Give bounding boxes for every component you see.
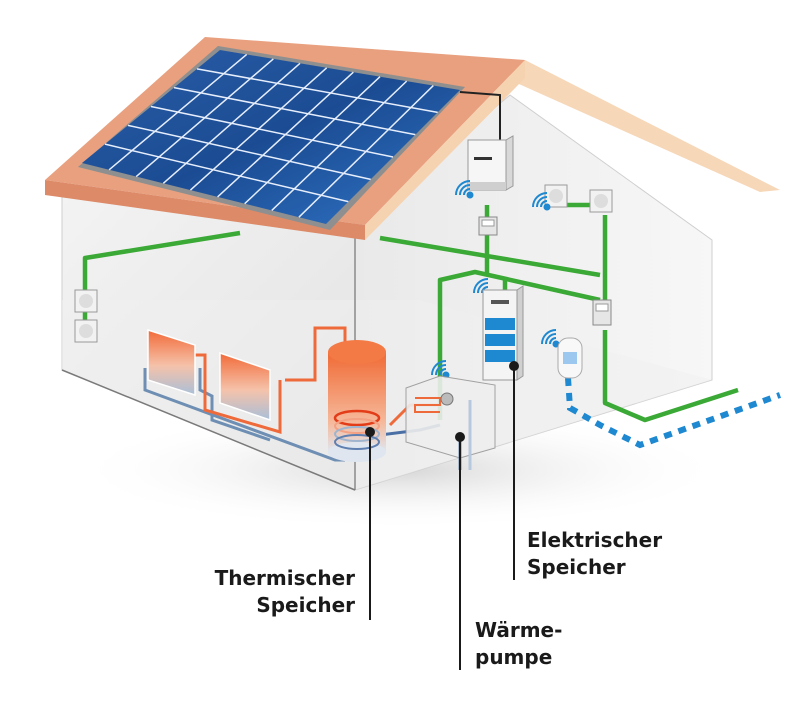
label-line: Speicher xyxy=(256,593,355,617)
label-heat-pump: Wärme- pumpe xyxy=(475,617,562,671)
label-line: Wärme- xyxy=(475,618,563,642)
wifi-arc xyxy=(431,360,447,376)
socket-face xyxy=(79,294,93,308)
roof-right-edge xyxy=(510,60,780,192)
wifi-arc xyxy=(545,333,557,345)
floor xyxy=(62,300,712,490)
wifi-icon xyxy=(466,191,474,199)
heat-pump xyxy=(405,375,496,470)
wifi-arc xyxy=(549,337,557,345)
panel-gridline xyxy=(104,143,349,203)
wall-sockets xyxy=(74,184,613,343)
socket-face xyxy=(594,194,608,208)
wifi-arc xyxy=(473,278,489,294)
thermostat-display xyxy=(595,303,609,312)
panel-gridline xyxy=(173,86,416,136)
label-line: Speicher xyxy=(527,555,626,579)
leader-lines xyxy=(365,361,519,670)
wifi-arc xyxy=(481,286,489,294)
label-thermal-storage: Thermischer Speicher xyxy=(150,565,355,619)
wifi-arc xyxy=(477,282,489,294)
wifi-arc xyxy=(459,184,471,196)
wifi-arc xyxy=(532,192,548,208)
roof-fascia xyxy=(45,180,365,240)
label-line: pumpe xyxy=(475,645,553,669)
floor-edge xyxy=(61,369,356,491)
socket-face xyxy=(79,324,93,338)
hot-water-tank xyxy=(328,340,386,462)
wifi-arc xyxy=(536,196,548,208)
wifi-arc xyxy=(463,188,471,196)
panel-gridline xyxy=(196,68,438,114)
wifi-arc xyxy=(455,180,471,196)
inverter xyxy=(467,135,514,191)
radiator-1 xyxy=(147,328,196,397)
roof-gable xyxy=(365,60,525,240)
panel-gridline xyxy=(150,105,394,158)
data-line xyxy=(565,377,782,449)
wifi-icon xyxy=(543,203,551,211)
label-line: Thermischer xyxy=(214,566,355,590)
wifi-arc xyxy=(540,200,548,208)
meter-display xyxy=(481,219,495,227)
wifi-arc xyxy=(541,329,557,345)
wifi-arc xyxy=(439,368,447,376)
wifi-arc xyxy=(435,364,447,376)
label-electric-storage: Elektrischer Speicher xyxy=(527,527,662,581)
panel-gridline xyxy=(127,124,371,181)
solar-panel xyxy=(78,46,465,230)
battery-storage xyxy=(482,285,524,381)
dc-cable xyxy=(459,91,501,140)
socket-face xyxy=(549,189,563,203)
wireless-sensor xyxy=(557,337,583,379)
radiator-2 xyxy=(219,351,271,422)
label-line: Elektrischer xyxy=(527,528,663,552)
